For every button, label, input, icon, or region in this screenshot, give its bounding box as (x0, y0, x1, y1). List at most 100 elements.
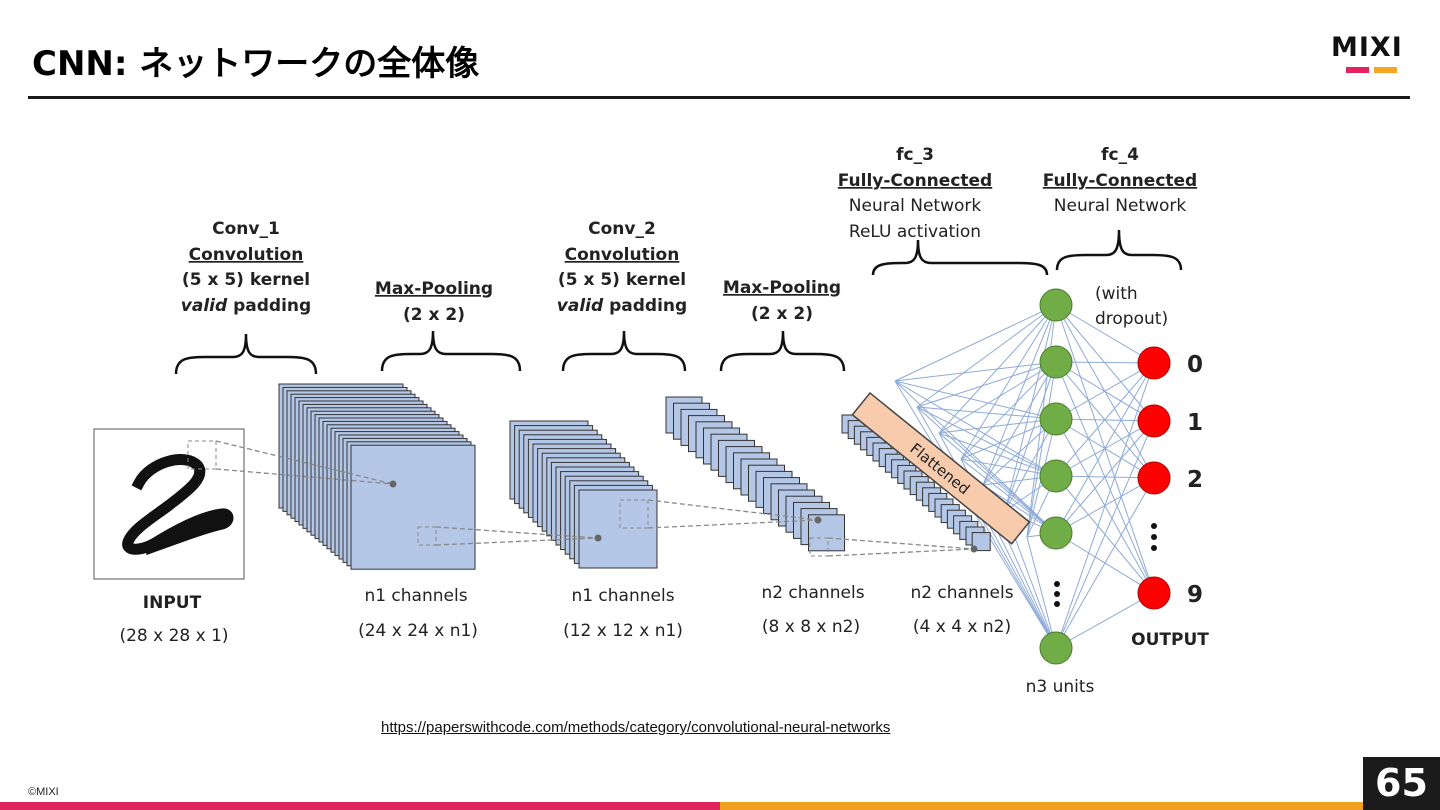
class-label-0: 0 (1187, 352, 1203, 378)
mixi-logo: MIXI (1331, 32, 1413, 76)
connection-line (894, 361, 1057, 382)
connection-line (1026, 361, 1057, 538)
input-digit-image (122, 454, 234, 556)
slide-title: CNN: ネットワークの全体像 (32, 44, 480, 84)
pool2-brace (719, 330, 846, 372)
output-node (1137, 461, 1171, 495)
pool1-brace (380, 330, 522, 372)
pool2-channels: n2 channels (761, 583, 864, 603)
output-node (1137, 346, 1171, 380)
footer-bar-orange (720, 802, 1440, 810)
class-label-2: 2 (1187, 467, 1203, 493)
pool1-channels: n1 channels (571, 586, 674, 606)
pool1-size: (2 x 2) (403, 305, 465, 325)
conv2-type: Convolution (565, 245, 680, 265)
flat-channels: n2 channels (910, 583, 1013, 603)
connection-line (938, 432, 1057, 477)
conv1-type: Convolution (189, 245, 304, 265)
dropout-note-1: (with (1095, 284, 1138, 304)
connection-line (1055, 304, 1155, 364)
output-node (1137, 404, 1171, 438)
connection-line (960, 361, 1057, 460)
hidden-node (1039, 288, 1073, 322)
flat-dims: (4 x 4 x n2) (913, 617, 1011, 637)
dropout-note-2: dropout) (1095, 309, 1168, 329)
conv1-dims: (24 x 24 x n1) (358, 621, 478, 641)
n3-units-label: n3 units (1026, 677, 1095, 697)
connection-line (938, 418, 1057, 434)
connection-line (982, 304, 1057, 486)
conv1-padding: valid padding (181, 296, 311, 316)
conv2-padding-italic: valid (557, 296, 604, 316)
connection-line (916, 406, 1057, 649)
footer-bar-pink (0, 802, 720, 810)
pool1-type: Max-Pooling (375, 279, 493, 299)
input-dims: (28 x 28 x 1) (119, 626, 228, 646)
page-number: 65 (1363, 757, 1440, 810)
fc4-name: fc_4 (1101, 145, 1139, 165)
connection-line (1055, 592, 1155, 649)
projection-lines (215, 440, 975, 557)
fc4-type: Fully-Connected (1043, 171, 1197, 191)
connection-line (1026, 536, 1057, 649)
connection-line (1055, 362, 1155, 534)
connection-line (894, 380, 1057, 534)
connection-line (916, 406, 1057, 477)
conv2-brace (561, 330, 687, 372)
connection-line (1055, 420, 1155, 534)
output-label: OUTPUT (1131, 630, 1209, 650)
source-link[interactable]: https://paperswithcode.com/methods/categ… (381, 719, 891, 736)
pool2-type: Max-Pooling (723, 278, 841, 298)
class-label-9: 9 (1187, 582, 1203, 608)
pool1-dims: (12 x 12 x n1) (563, 621, 683, 641)
pool1-receptive-field (619, 499, 649, 529)
input-label: INPUT (143, 593, 202, 613)
fc4-brace (1055, 229, 1183, 271)
pool2-feature-maps (665, 396, 845, 552)
flat-feature-map (971, 532, 991, 552)
logo-pink-bar (1346, 67, 1369, 73)
connection-line (938, 361, 1057, 434)
connection-line (1004, 418, 1057, 512)
connection-line (1055, 362, 1155, 649)
hidden-node (1039, 516, 1073, 550)
conv1-feature-map (350, 444, 476, 570)
fc4-output-nodes (1137, 346, 1171, 610)
flat-feature-maps (841, 414, 991, 552)
fc3-hidden-nodes (1039, 288, 1073, 665)
output-class-labels: 0 1 2 9 (1187, 352, 1203, 608)
conv2-name: Conv_2 (588, 219, 656, 239)
conv1-name: Conv_1 (212, 219, 280, 239)
fc3-name: fc_3 (896, 145, 934, 165)
conv2-padding-rest: padding (603, 296, 687, 316)
hidden-node (1039, 345, 1073, 379)
fc4-line1: Neural Network (1054, 196, 1187, 216)
fc3-type: Fully-Connected (838, 171, 992, 191)
connection-line (960, 304, 1057, 460)
conv1-channels: n1 channels (364, 586, 467, 606)
output-node (1137, 576, 1171, 610)
fc3-line1: Neural Network (849, 196, 982, 216)
hidden-ellipsis (1054, 581, 1060, 607)
pool1-feature-maps (509, 420, 658, 569)
class-label-1: 1 (1187, 410, 1203, 436)
pool2-receptive-field (809, 537, 829, 557)
pool2-dims: (8 x 8 x n2) (762, 617, 860, 637)
connection-line (916, 304, 1057, 408)
connection-line (1004, 304, 1057, 512)
conv1-feature-maps (278, 383, 476, 570)
conv1-padding-rest: padding (227, 296, 311, 316)
layer-braces (174, 229, 1183, 375)
hidden-node (1039, 402, 1073, 436)
connection-line (1055, 477, 1155, 649)
hidden-node (1039, 459, 1073, 493)
conv1-receptive-field (417, 526, 437, 546)
pool2-size: (2 x 2) (751, 304, 813, 324)
copyright: ©MIXI (28, 786, 59, 798)
conv1-padding-italic: valid (181, 296, 228, 316)
conv1-kernel: (5 x 5) kernel (182, 270, 310, 290)
connection-line (960, 418, 1057, 460)
logo-wordmark: MIXI (1331, 32, 1403, 63)
output-ellipsis (1151, 523, 1157, 551)
connection-line (916, 406, 1057, 420)
